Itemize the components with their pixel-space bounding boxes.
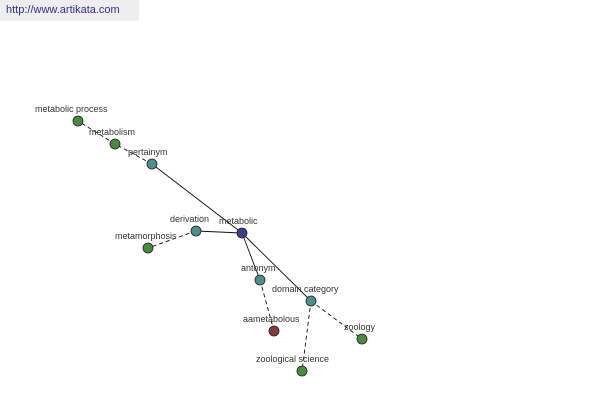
- node-label-metabolic[interactable]: metabolic: [219, 216, 258, 226]
- node-metamorphosis[interactable]: metamorphosis: [115, 231, 177, 254]
- edge-domain-category-to-zoological-science: [301, 300, 312, 372]
- node-marker-domain-category[interactable]: [305, 295, 317, 307]
- node-label-pertainym[interactable]: pertainym: [128, 147, 168, 157]
- node-label-antonym[interactable]: antonym: [241, 263, 276, 273]
- source-url[interactable]: http://www.artikata.com: [0, 0, 139, 21]
- node-derivation[interactable]: derivation: [170, 214, 209, 237]
- edge-pertainym-to-metabolism: [114, 143, 153, 165]
- node-label-metabolism[interactable]: metabolism: [89, 127, 135, 137]
- node-marker-metamorphosis[interactable]: [142, 242, 154, 254]
- node-label-aametabolous[interactable]: aametabolous: [243, 314, 300, 324]
- node-aametabolous[interactable]: aametabolous: [243, 314, 300, 337]
- node-label-metabolic-process[interactable]: metabolic process: [35, 104, 108, 114]
- node-marker-metabolic[interactable]: [236, 227, 248, 239]
- edge-metabolic-to-domain-category: [241, 232, 312, 302]
- edge-domain-category-to-zoology: [310, 300, 363, 340]
- node-label-domain-category[interactable]: domain category: [272, 284, 339, 294]
- node-marker-metabolism[interactable]: [109, 138, 121, 150]
- node-zoological-science[interactable]: zoological science: [256, 354, 329, 377]
- node-marker-antonym[interactable]: [254, 274, 266, 286]
- node-marker-pertainym[interactable]: [146, 158, 158, 170]
- edge-metabolism-to-metabolic-process: [77, 120, 116, 145]
- node-metabolic[interactable]: metabolic: [219, 216, 258, 239]
- node-metabolism[interactable]: metabolism: [89, 127, 135, 150]
- node-label-metamorphosis[interactable]: metamorphosis: [115, 231, 177, 241]
- edge-derivation-to-metamorphosis: [147, 230, 197, 249]
- node-marker-derivation[interactable]: [190, 225, 202, 237]
- node-pertainym[interactable]: pertainym: [128, 147, 168, 170]
- edge-metabolic-to-pertainym: [151, 163, 243, 234]
- edge-metabolic-to-antonym: [241, 232, 261, 281]
- edge-antonym-to-aametabolous: [259, 279, 275, 332]
- node-marker-metabolic-process[interactable]: [72, 115, 84, 127]
- node-label-zoology[interactable]: zoology: [344, 322, 376, 332]
- node-label-zoological-science[interactable]: zoological science: [256, 354, 329, 364]
- node-marker-aametabolous[interactable]: [268, 325, 280, 337]
- node-marker-zoological-science[interactable]: [296, 365, 308, 377]
- graph-edges: [77, 120, 363, 372]
- edge-metabolic-to-derivation: [195, 230, 243, 234]
- node-marker-zoology[interactable]: [356, 333, 368, 345]
- node-label-derivation[interactable]: derivation: [170, 214, 209, 224]
- node-zoology[interactable]: zoology: [344, 322, 376, 345]
- node-domain-category[interactable]: domain category: [272, 284, 339, 307]
- graph-nodes: metabolic pertainym derivation antonym domai…: [35, 104, 376, 377]
- node-metabolic-process[interactable]: metabolic process: [35, 104, 108, 127]
- node-antonym[interactable]: antonym: [241, 263, 276, 286]
